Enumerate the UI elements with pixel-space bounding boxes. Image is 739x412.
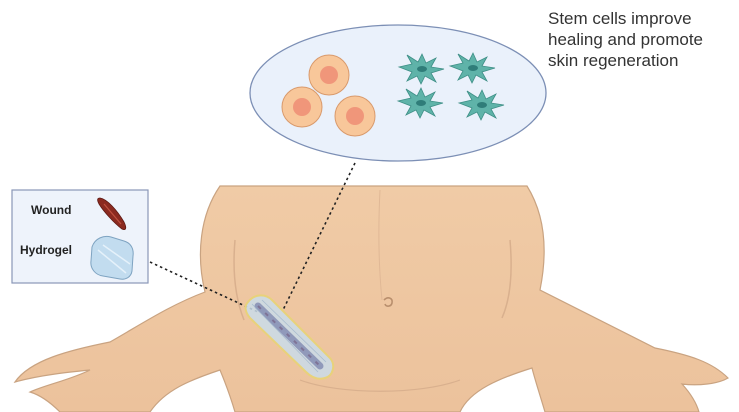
stem-cell-icon [309, 55, 349, 95]
stem-cell-icon [335, 96, 375, 136]
legend-hydrogel-label: Hydrogel [20, 243, 72, 257]
hydrogel-patch-icon [91, 236, 133, 279]
stem-cell-icon [282, 87, 322, 127]
legend-wound-label: Wound [31, 203, 71, 217]
stem-cell-caption: Stem cells improve healing and promote s… [548, 8, 733, 71]
